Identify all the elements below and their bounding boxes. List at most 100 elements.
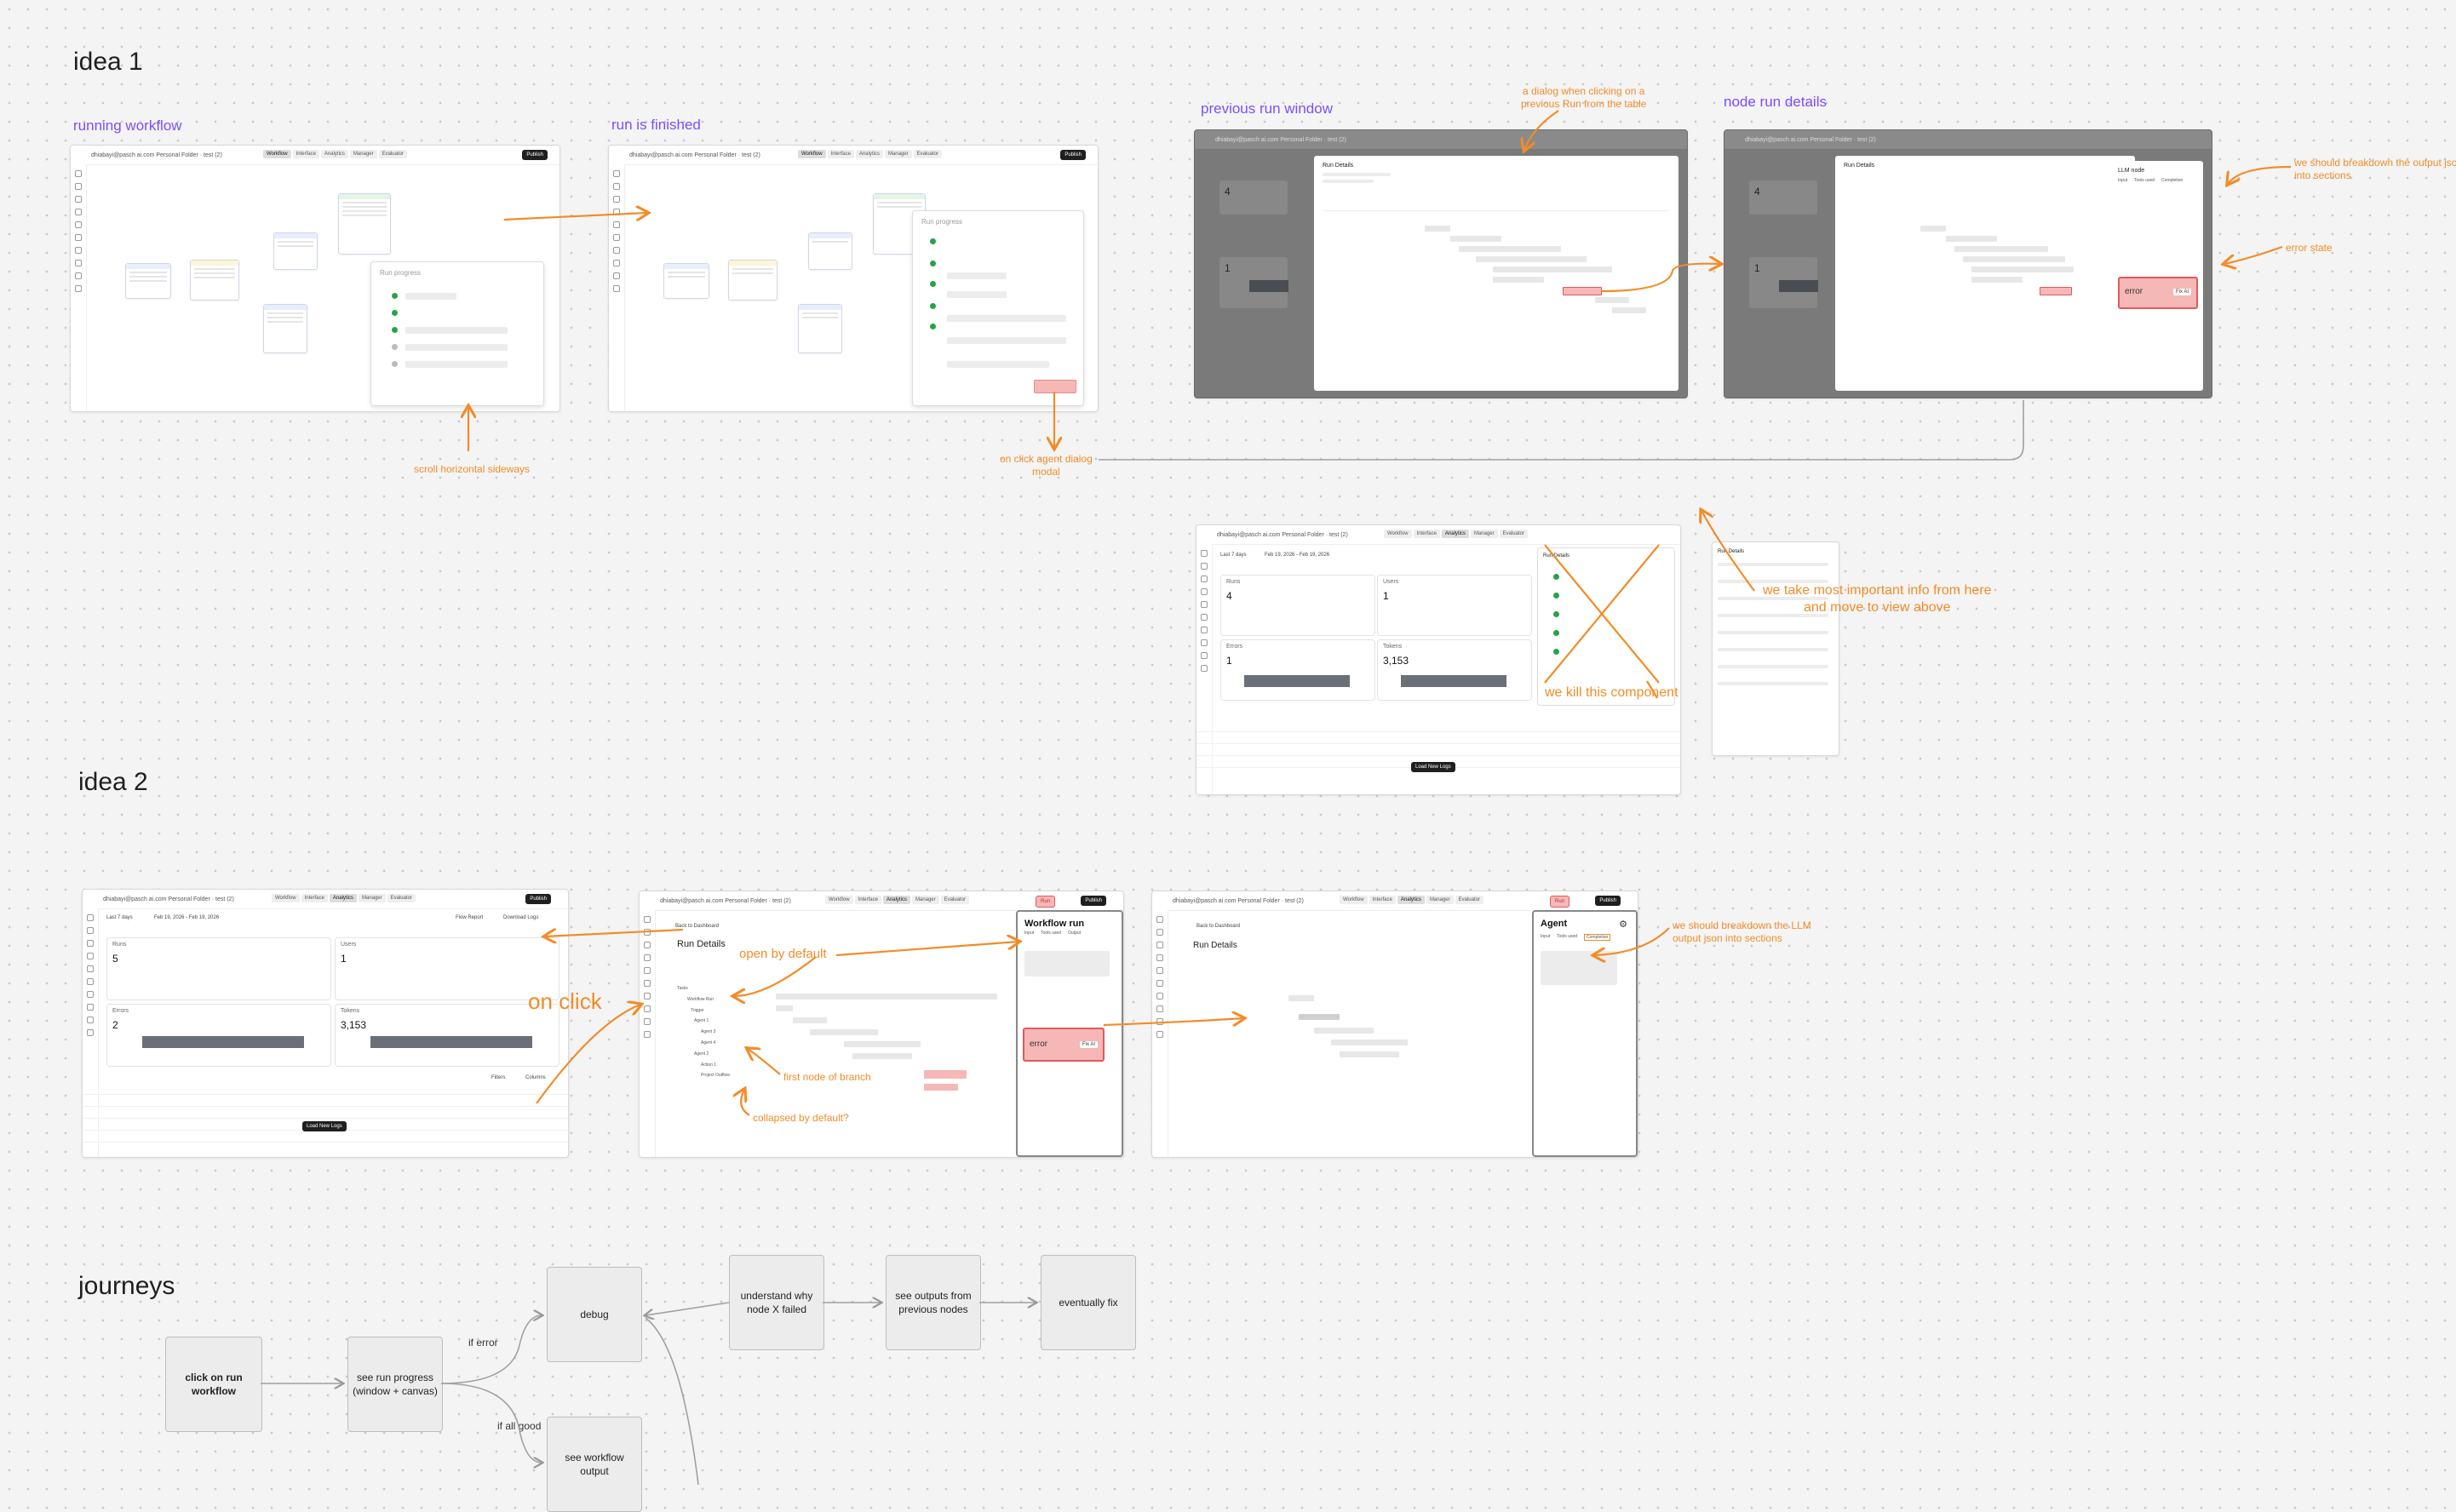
- panel-tab-input[interactable]: Input: [2118, 178, 2128, 183]
- annotation-open-by-default: open by default: [739, 947, 827, 961]
- error-bar[interactable]: [2040, 287, 2072, 295]
- panel-tab-completion[interactable]: Completion: [2161, 178, 2183, 183]
- workflow-node[interactable]: [663, 263, 709, 299]
- load-new-logs-button[interactable]: Load New Logs: [1411, 762, 1455, 772]
- panel-tab-completion[interactable]: Completion: [1584, 934, 1611, 941]
- table-row[interactable]: [1196, 755, 1680, 765]
- gear-icon[interactable]: ⚙: [1619, 919, 1627, 930]
- panel-tab-tools[interactable]: Tools used: [1557, 934, 1578, 939]
- arrow-running-to-finished: [503, 213, 647, 220]
- error-state-box[interactable]: error Fix AI: [2118, 277, 2198, 309]
- run-details-title: Run Details: [677, 939, 726, 949]
- fix-ai-button[interactable]: Fix AI: [1079, 1041, 1098, 1048]
- arrow-on-click: [536, 1005, 640, 1104]
- tab-analytics[interactable]: Analytics: [320, 150, 348, 158]
- tab-workflow[interactable]: Workflow: [263, 150, 291, 158]
- table-row[interactable]: [1196, 743, 1680, 753]
- workflow-node[interactable]: [338, 193, 391, 255]
- filters-button[interactable]: Filters: [491, 1075, 506, 1080]
- annotation-breakdown-llm: we should breakdown the LLM output json …: [1673, 919, 1811, 944]
- workflow-node[interactable]: [190, 260, 239, 301]
- app-sidebar: [609, 164, 625, 411]
- table-row[interactable]: [83, 1118, 568, 1127]
- table-row[interactable]: [83, 1094, 568, 1103]
- arrow-error-to-agent: [1103, 1018, 1243, 1025]
- workflow-node[interactable]: [798, 304, 842, 353]
- flow-report-button[interactable]: Flow Report: [456, 915, 484, 920]
- journey-see-run-progress: see run progress (window + canvas): [347, 1337, 443, 1432]
- download-logs-button[interactable]: Download Logs: [503, 915, 539, 920]
- arrow-first-node: [748, 1049, 781, 1075]
- breadcrumb: dhiabayi@pasch ai.com Personal Folder · …: [1173, 897, 1304, 904]
- panel-tab-tools[interactable]: Tools used: [1041, 931, 1062, 936]
- agent-title: Agent: [1541, 919, 1568, 929]
- tab-workflow[interactable]: Workflow: [798, 150, 826, 158]
- run-button[interactable]: Run: [1549, 896, 1569, 908]
- back-to-dashboard-link[interactable]: Back to Dashboard: [675, 924, 720, 929]
- tab-manager[interactable]: Manager: [349, 150, 377, 158]
- agent-panel: Agent ⚙ Input Tools used Completion: [1532, 910, 1638, 1157]
- tab-interface[interactable]: Interface: [827, 150, 854, 158]
- workflow-run-panel: Workflow run Input Tools used Output err…: [1016, 910, 1123, 1157]
- workflow-node[interactable]: [125, 263, 171, 299]
- arrow-kill: [1646, 680, 1658, 699]
- tab-manager[interactable]: Manager: [884, 150, 912, 158]
- annotation-scroll-sideways: scroll horizontal sideways: [414, 463, 531, 475]
- tab-interface[interactable]: Interface: [292, 150, 319, 158]
- load-new-logs-button[interactable]: Load New Logs: [302, 1121, 347, 1131]
- workflow-node[interactable]: [273, 232, 318, 270]
- arrow-open-default-left: [734, 956, 817, 996]
- journey-debug: debug: [547, 1267, 642, 1362]
- table-row[interactable]: [83, 1142, 568, 1151]
- annotation-breakdown-output: we should breakdown the output json into…: [2294, 157, 2456, 181]
- frame-node-run-details: dhiabayi@pasch ai.com Personal Folder · …: [1724, 129, 2212, 398]
- table-row[interactable]: [1196, 731, 1680, 741]
- frame-dashboard-analytics: dhiabayi@pasch ai.com Personal Folder · …: [1196, 524, 1681, 795]
- tab-evaluator[interactable]: Evaluator: [913, 150, 942, 158]
- error-state-box[interactable]: error Fix AI: [1023, 1028, 1105, 1062]
- annotation-first-node-of-branch: first node of branch: [783, 1071, 871, 1083]
- fix-ai-button[interactable]: Fix AI: [2172, 289, 2191, 295]
- tab-analytics[interactable]: Analytics: [855, 150, 883, 158]
- date-value[interactable]: Feb 19, 2026 - Feb 19, 2026: [154, 915, 220, 920]
- date-range-select[interactable]: Last 7 days: [106, 915, 133, 920]
- publish-button[interactable]: Publish: [1595, 896, 1621, 906]
- workflow-node[interactable]: [263, 304, 307, 353]
- publish-button[interactable]: Publish: [525, 894, 551, 904]
- frame-idea2-dashboard: dhiabayi@pasch ai.com Personal Folder · …: [82, 889, 569, 1158]
- panel-tab-tools[interactable]: Tools used: [2134, 178, 2155, 183]
- breadcrumb: dhiabayi@pasch ai.com Personal Folder · …: [91, 152, 222, 158]
- workflow-node[interactable]: [808, 232, 852, 270]
- columns-button[interactable]: Columns: [525, 1075, 546, 1080]
- publish-button[interactable]: Publish: [522, 150, 548, 160]
- tab-evaluator[interactable]: Evaluator: [378, 150, 407, 158]
- run-button[interactable]: Run: [1035, 896, 1055, 908]
- error-bar[interactable]: [924, 1070, 967, 1079]
- annotation-take-important-info: we take most important info from here an…: [1763, 583, 1992, 615]
- table-row[interactable]: [83, 1106, 568, 1115]
- panel-tab-input[interactable]: Input: [1024, 931, 1035, 936]
- date-range-select[interactable]: Last 7 days: [1220, 553, 1247, 558]
- panel-tab-input[interactable]: Input: [1541, 934, 1551, 939]
- arrow-error-to-details: [1600, 264, 1720, 293]
- frame-run-finished: dhiabayi@pasch ai.com Personal Folder · …: [608, 145, 1099, 412]
- publish-button[interactable]: Publish: [1081, 896, 1106, 906]
- run-details-title: Run Details: [1323, 163, 1354, 169]
- arrow-breakdown: [2228, 165, 2292, 184]
- panel-tab-output[interactable]: Output: [1068, 931, 1082, 936]
- breadcrumb: dhiabayi@pasch ai.com Personal Folder · …: [1745, 136, 1876, 143]
- breadcrumb: dhiabayi@pasch ai.com Personal Folder · …: [103, 896, 234, 902]
- breadcrumb: dhiabayi@pasch ai.com Personal Folder · …: [1217, 531, 1348, 538]
- workflow-node[interactable]: [728, 260, 778, 301]
- arrow-take-info: [1701, 511, 1755, 592]
- date-value[interactable]: Feb 19, 2026 - Feb 19, 2026: [1265, 553, 1330, 558]
- publish-button[interactable]: Publish: [1060, 150, 1086, 160]
- cross-line-2: [1544, 544, 1660, 684]
- annotation-dialog-previous-run: a dialog when clicking on a previous Run…: [1521, 85, 1647, 110]
- back-to-dashboard-link[interactable]: Back to Dashboard: [1196, 924, 1241, 929]
